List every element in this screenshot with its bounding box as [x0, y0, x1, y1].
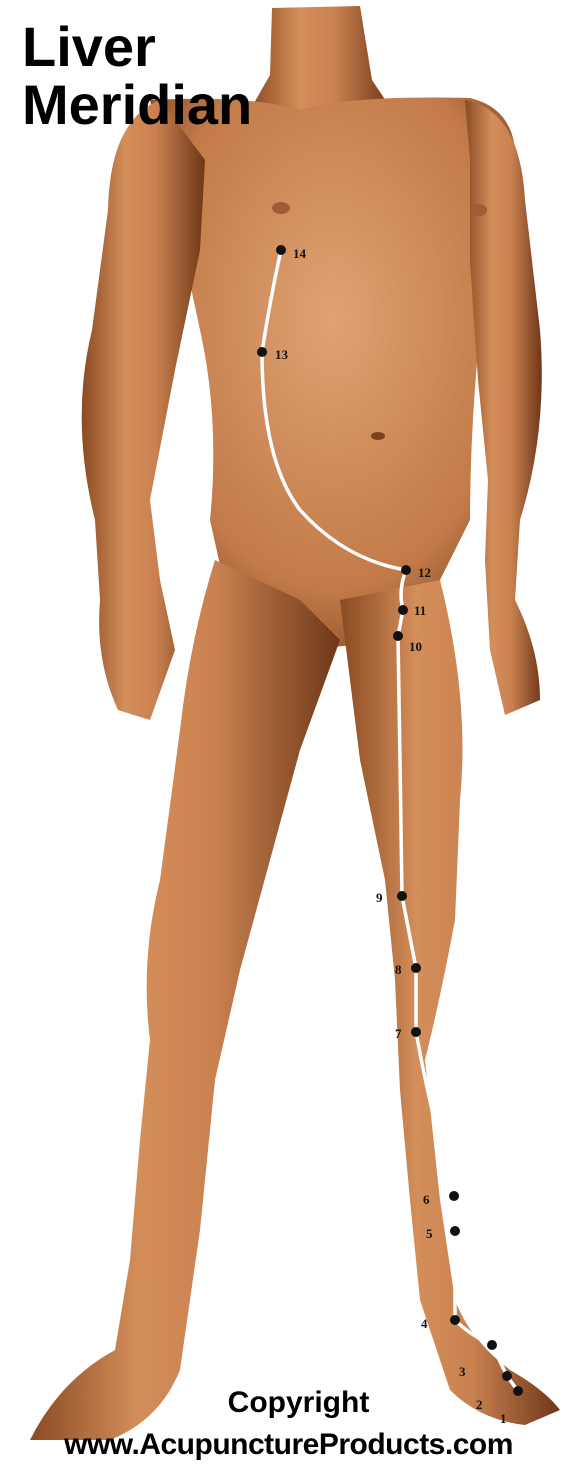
acupoint-4: [450, 1315, 460, 1325]
acupoint-12: [401, 565, 411, 575]
website-link[interactable]: www.AcupunctureProducts.com: [0, 1428, 577, 1462]
nipple-left: [272, 202, 290, 214]
nipple-right: [471, 204, 487, 216]
acupoint-6: [449, 1191, 459, 1201]
acupoint-7: [411, 1027, 421, 1037]
acupoint-8: [411, 963, 421, 973]
acupoint-label-4: 4: [421, 1316, 428, 1331]
acupoint-13: [257, 347, 267, 357]
title-line-1: Liver: [22, 18, 252, 76]
acupoint-3: [487, 1340, 497, 1350]
acupoint-label-12: 12: [418, 565, 431, 580]
acupoint-label-6: 6: [423, 1192, 430, 1207]
arm-left: [82, 100, 205, 720]
acupoint-label-14: 14: [293, 246, 307, 261]
neck: [250, 6, 392, 110]
navel: [371, 432, 385, 440]
acupoint-label-3: 3: [459, 1364, 466, 1379]
acupoint-2: [502, 1371, 512, 1381]
acupoint-label-7: 7: [395, 1026, 402, 1041]
acupoint-label-13: 13: [275, 347, 289, 362]
acupoint-14: [276, 245, 286, 255]
title-line-2: Meridian: [22, 76, 252, 134]
leg-left: [30, 560, 340, 1440]
arm-right: [465, 100, 542, 715]
acupoint-label-9: 9: [376, 890, 383, 905]
diagram-title: Liver Meridian: [22, 18, 252, 134]
acupoint-label-5: 5: [426, 1226, 433, 1241]
acupoint-label-10: 10: [409, 639, 422, 654]
leg-right: [340, 580, 560, 1425]
acupoint-5: [450, 1226, 460, 1236]
acupoint-9: [397, 891, 407, 901]
acupoint-label-11: 11: [414, 603, 426, 618]
torso: [150, 98, 515, 651]
acupoint-label-8: 8: [395, 962, 402, 977]
acupoint-10: [393, 631, 403, 641]
copyright-text: Copyright: [0, 1386, 577, 1420]
acupoint-11: [398, 605, 408, 615]
